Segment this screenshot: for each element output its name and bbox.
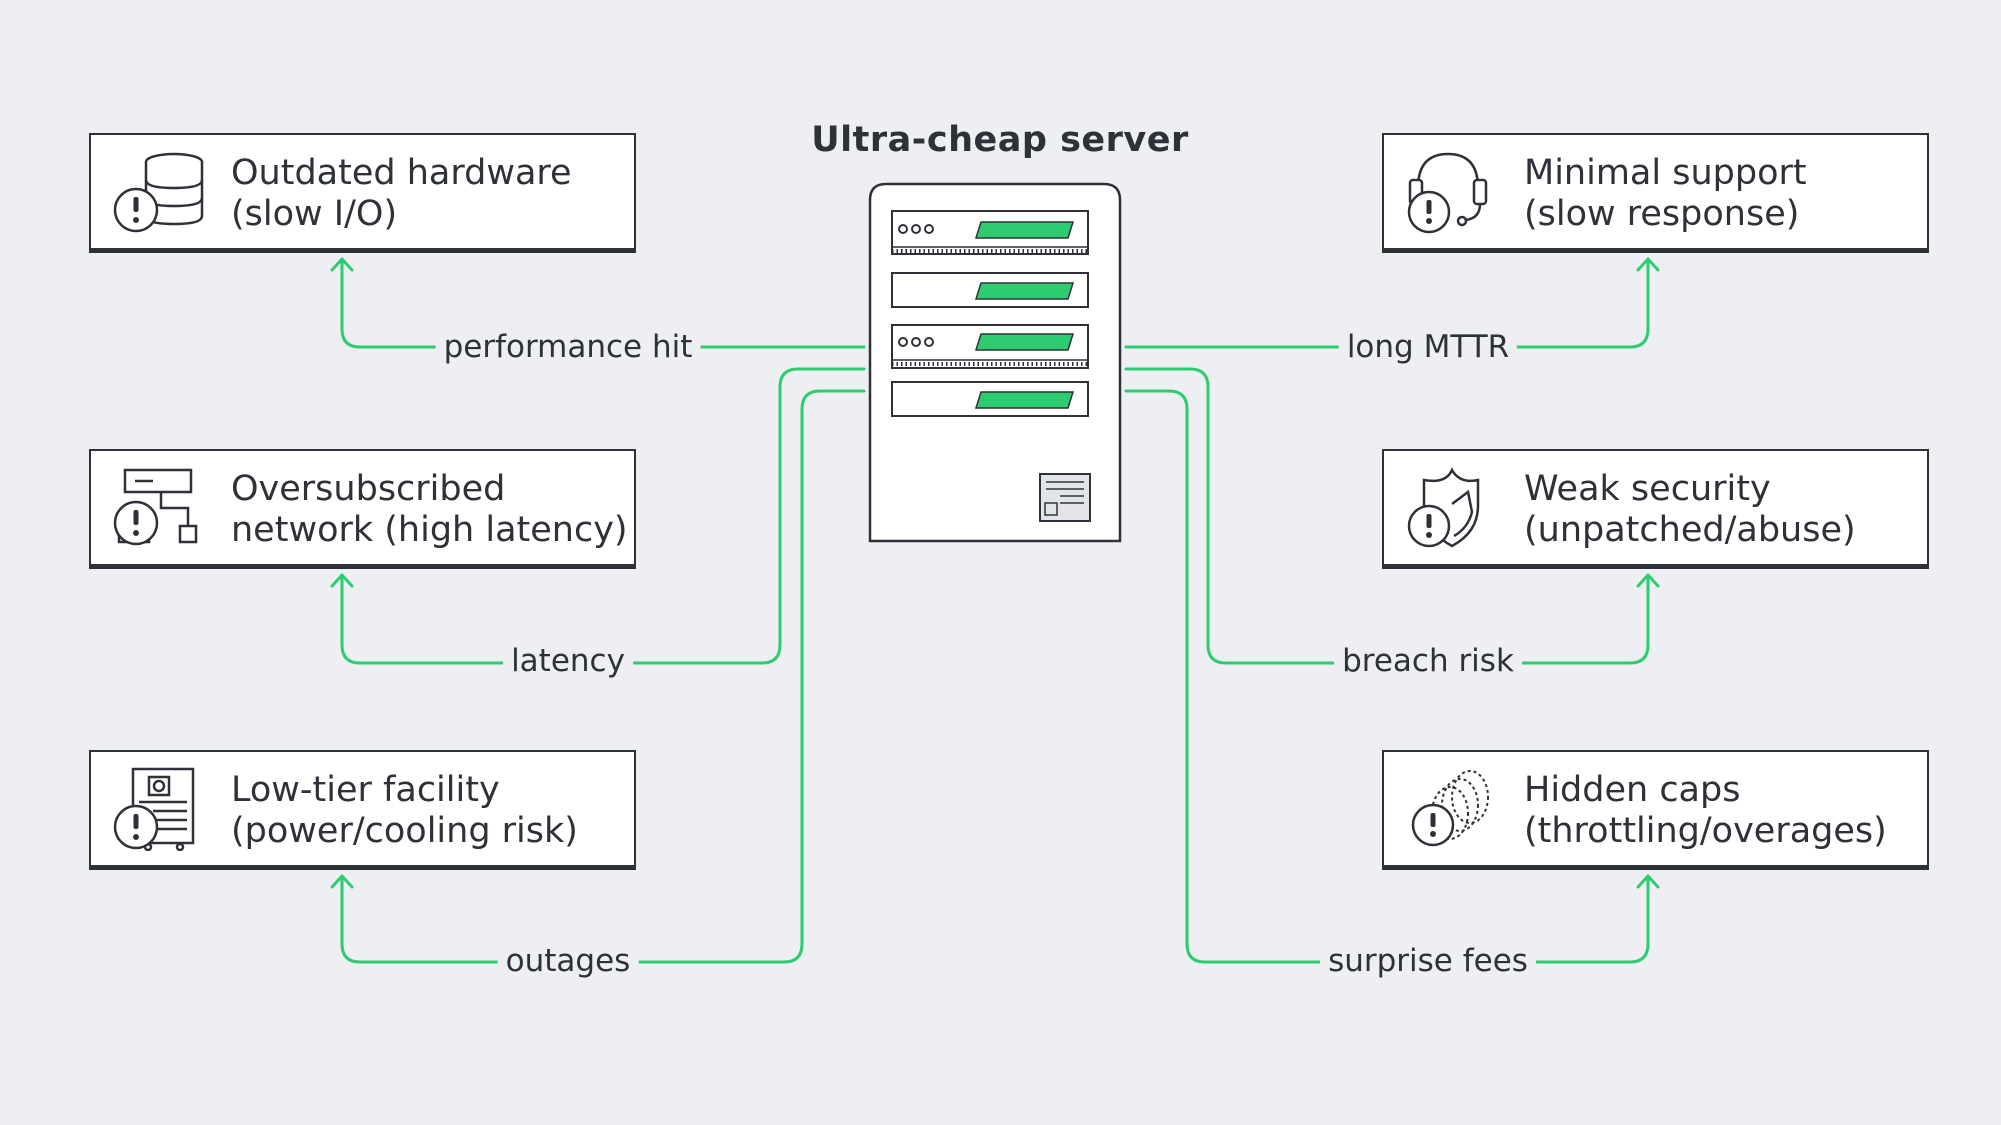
server-label-plate (1039, 473, 1091, 522)
node-oversubscribed-network: Oversubscribed network (high latency) (89, 449, 636, 566)
connector-mttr (1124, 258, 1650, 349)
network-warning-icon (113, 468, 198, 546)
node-network-line2: network (high latency) (231, 510, 628, 550)
connector-performance (340, 258, 866, 349)
shield-warning-icon (1407, 467, 1480, 548)
server-unit-3 (891, 324, 1089, 369)
node-security-line2: (unpatched/abuse) (1524, 510, 1856, 550)
node-security-line1: Weak security (1524, 469, 1771, 509)
node-network-line1: Oversubscribed (231, 469, 506, 509)
edge-label-surprise-fees: surprise fees (1320, 943, 1536, 979)
node-support-line1: Minimal support (1524, 153, 1807, 193)
connector-outages (340, 389, 866, 964)
server-unit-1 (891, 210, 1089, 255)
node-hidden-caps: Hidden caps (throttling/overages) (1382, 750, 1929, 867)
connector-latency (340, 367, 866, 665)
edge-label-performance-hit: performance hit (435, 329, 701, 365)
diagram-title: Ultra-cheap server (811, 120, 1189, 160)
edge-label-long-mttr: long MTTR (1338, 329, 1518, 365)
edge-label-latency: latency (503, 643, 633, 679)
edge-label-breach-risk: breach risk (1334, 643, 1522, 679)
node-weak-security: Weak security (unpatched/abuse) (1382, 449, 1929, 566)
server-unit-2 (891, 272, 1089, 308)
node-caps-line2: (throttling/overages) (1524, 811, 1887, 851)
edge-label-outages: outages (497, 943, 639, 979)
connector-breach (1124, 367, 1650, 665)
arrowhead-latency (330, 573, 354, 588)
node-minimal-support: Minimal support (slow response) (1382, 133, 1929, 250)
coins-warning-icon (1411, 770, 1489, 847)
node-facility-line1: Low-tier facility (231, 770, 500, 810)
arrowhead-outages (330, 874, 354, 889)
node-outdated-hardware: Outdated hardware (slow I/O) (89, 133, 636, 250)
node-outdated-line1: Outdated hardware (231, 153, 572, 193)
node-support-line2: (slow response) (1524, 194, 1800, 234)
node-low-tier-facility: Low-tier facility (power/cooling risk) (89, 750, 636, 867)
headset-warning-icon (1407, 152, 1488, 234)
arrowhead-performance (330, 257, 354, 272)
node-caps-line1: Hidden caps (1524, 770, 1741, 810)
connector-fees (1124, 389, 1650, 964)
server-unit-4 (891, 381, 1089, 417)
server-illustration (868, 182, 1122, 543)
facility-warning-icon (113, 767, 195, 851)
arrowhead-breach (1636, 573, 1660, 588)
node-facility-line2: (power/cooling risk) (231, 811, 578, 851)
node-outdated-line2: (slow I/O) (231, 194, 398, 234)
database-warning-icon (113, 152, 204, 233)
arrowhead-fees (1636, 874, 1660, 889)
arrowhead-mttr (1636, 257, 1660, 272)
